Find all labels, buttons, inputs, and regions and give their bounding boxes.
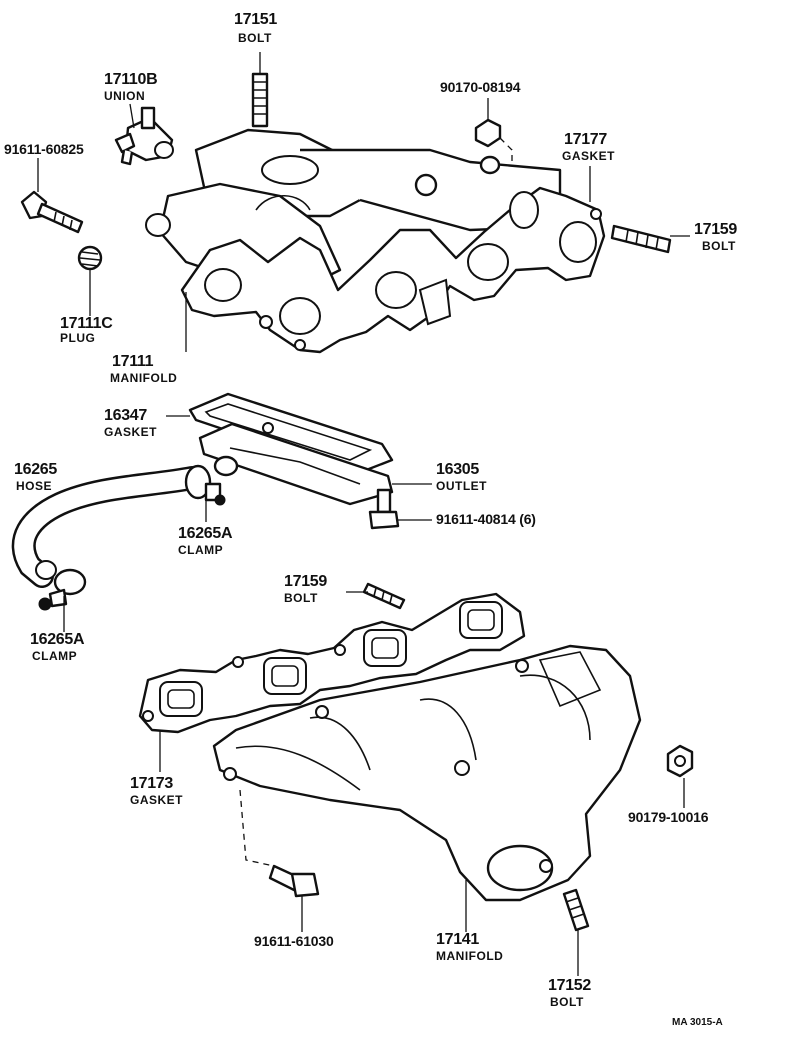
part-name-16265a-lower: CLAMP — [32, 649, 78, 663]
part-number-90170-08194: 90170-08194 — [440, 79, 521, 95]
part-number-17159-lower: 17159 — [284, 573, 327, 590]
plug-17111c — [77, 245, 103, 271]
part-name-16305: OUTLET — [436, 479, 487, 493]
part-number-16305: 16305 — [436, 461, 479, 478]
part-number-17177: 17177 — [564, 131, 607, 148]
drawing-code: MA 3015-A — [672, 1017, 723, 1028]
part-number-91611-40814: 91611-40814 (6) — [436, 511, 536, 527]
part-name-17173: GASKET — [130, 793, 184, 807]
part-number-17141: 17141 — [436, 931, 479, 948]
part-number-17111: 17111 — [112, 353, 154, 370]
bolt-91611-61030 — [239, 789, 320, 898]
part-name-17159-upper: BOLT — [702, 239, 736, 253]
stud-bolt-17159-upper — [610, 224, 672, 254]
part-name-16265: HOSE — [16, 479, 53, 493]
bolt-91611-40814 — [368, 488, 400, 530]
water-outlet-16305 — [198, 422, 394, 506]
part-number-17110b: 17110B — [104, 71, 158, 88]
part-number-17159-upper: 17159 — [694, 221, 737, 238]
exhaust-manifold-17141 — [212, 644, 642, 902]
part-number-16265a-lower: 16265A — [30, 631, 85, 648]
part-name-16265a-upper: CLAMP — [178, 543, 224, 557]
part-name-17177: GASKET — [562, 149, 616, 163]
part-name-17141: MANIFOLD — [436, 949, 504, 963]
nut-90179-10016 — [666, 744, 694, 778]
part-number-90179-10016: 90179-10016 — [628, 809, 709, 825]
intake-gasket-17177 — [180, 186, 606, 354]
outlet-gasket-16347 — [188, 392, 394, 476]
leader-lines — [37, 52, 690, 976]
clamp-16265a-upper — [184, 464, 226, 506]
part-name-17110b: UNION — [104, 89, 146, 103]
part-number-16265a-upper: 16265A — [178, 525, 233, 542]
exhaust-gasket-17173 — [138, 592, 526, 734]
stud-bolt-17151 — [251, 72, 269, 128]
part-number-91611-61030: 91611-61030 — [254, 933, 334, 949]
part-number-91611-60825: 91611-60825 — [4, 141, 84, 157]
stud-bolt-17152 — [562, 888, 590, 932]
part-name-17111: MANIFOLD — [110, 371, 178, 385]
part-name-17111c: PLUG — [60, 331, 96, 345]
part-number-17152: 17152 — [548, 977, 591, 994]
part-number-17173: 17173 — [130, 775, 173, 792]
part-number-17111c: 17111C — [60, 315, 113, 332]
part-name-17152: BOLT — [550, 995, 584, 1009]
part-name-17151: BOLT — [238, 31, 272, 45]
part-number-17151: 17151 — [234, 11, 277, 28]
union-17110b — [114, 106, 174, 166]
bolt-91611-60825 — [20, 190, 84, 234]
clamp-16265a-lower — [38, 568, 87, 611]
part-number-16265: 16265 — [14, 461, 57, 478]
part-number-16347: 16347 — [104, 407, 147, 424]
intake-manifold-17111 — [145, 128, 562, 292]
hose-16265 — [11, 466, 204, 588]
part-name-16347: GASKET — [104, 425, 158, 439]
part-name-17159-lower: BOLT — [284, 591, 318, 605]
stud-bolt-17159-lower — [362, 582, 406, 610]
